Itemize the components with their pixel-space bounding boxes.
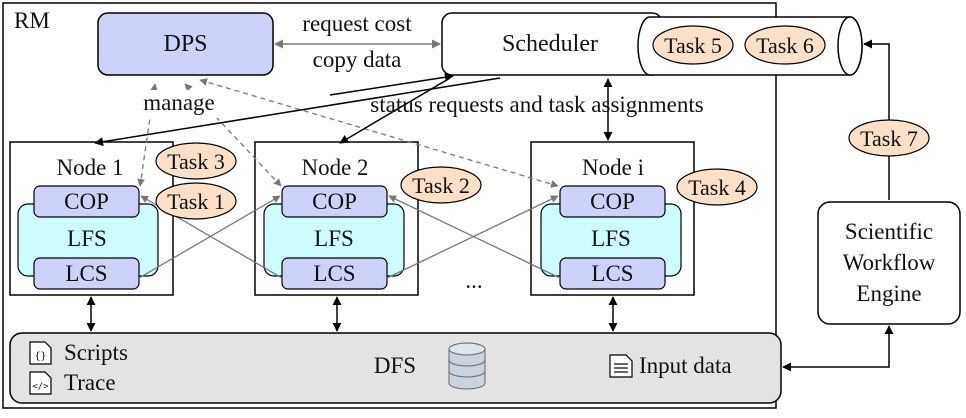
more-nodes-ellipsis: ...: [465, 268, 482, 293]
node-i-title: Node i: [582, 155, 644, 180]
workflow-engine-line3: Engine: [856, 281, 921, 306]
node-i-cop-label: COP: [590, 189, 635, 214]
rm-label: RM: [14, 8, 50, 33]
lcs1-to-cop2-arrow: [138, 195, 281, 279]
dfs-label: DFS: [374, 353, 416, 378]
request-cost-label: request cost: [302, 11, 412, 36]
node-2-lfs-label: LFS: [314, 226, 354, 251]
task6-oval: [744, 25, 826, 65]
task4-label: Task 4: [688, 175, 746, 200]
lcs2-to-copi-arrow: [386, 195, 559, 279]
dps-box: [97, 12, 274, 76]
task4-oval: [676, 168, 758, 206]
node-i-lcs-label: LCS: [591, 261, 633, 286]
task3-label: Task 3: [167, 149, 225, 174]
node-i-lcs-box: [559, 257, 666, 290]
node-i-lfs-label: LFS: [591, 226, 631, 251]
input-data-label: Input data: [639, 353, 732, 378]
status-requests-label: status requests and task assignments: [370, 92, 704, 117]
svg-text:</>: </>: [32, 382, 49, 392]
task6-label: Task 6: [756, 33, 814, 58]
node-1-title: Node 1: [56, 155, 123, 180]
workflow-engine-box: [817, 201, 961, 325]
scheduler-to-node2-arrow: [339, 77, 451, 144]
status-request-arrow: [329, 72, 454, 96]
engine-dfs-arrow: [782, 325, 894, 372]
task2-label: Task 2: [412, 173, 470, 198]
node-1-cop-label: COP: [64, 189, 109, 214]
node-2-lcs-label: LCS: [313, 261, 355, 286]
task5-label: Task 5: [664, 33, 722, 58]
task7-oval: [848, 119, 930, 157]
manage-arrow-node1: [137, 83, 158, 187]
task1-label: Task 1: [167, 189, 225, 214]
node-2-lcs-box: [281, 257, 388, 290]
dfs-box: [9, 332, 782, 404]
copy-data-label: copy data: [313, 47, 402, 72]
node-1-lcs-label: LCS: [65, 261, 107, 286]
lcsi-to-cop2-arrow: [388, 195, 561, 279]
workflow-engine-line2: Workflow: [843, 250, 936, 275]
svg-text:{}: {}: [34, 351, 46, 362]
scripts-icon: {}: [29, 341, 52, 365]
node-1-lcs-box: [33, 257, 140, 290]
task5-oval: [652, 25, 734, 65]
manage-label-bg: [134, 90, 224, 118]
node-2-title: Node 2: [301, 155, 368, 180]
dps-label: DPS: [163, 31, 207, 57]
trace-icon: </>: [29, 371, 52, 395]
database-icon: [448, 342, 486, 390]
task-queue-cylinder-end: [837, 16, 863, 76]
scheduler-label: Scheduler: [502, 31, 598, 57]
scripts-label: Scripts: [64, 340, 128, 365]
task7-label: Task 7: [860, 126, 918, 151]
manage-label: manage: [143, 90, 215, 115]
input-data-icon: [609, 354, 633, 378]
trace-label: Trace: [64, 370, 116, 395]
node-i-cop-box: [559, 185, 666, 218]
workflow-engine-line1: Scientific: [845, 219, 933, 244]
node-2-cop-label: COP: [312, 189, 357, 214]
node-1-cop-box: [33, 185, 140, 218]
node-1-lfs-label: LFS: [67, 226, 107, 251]
